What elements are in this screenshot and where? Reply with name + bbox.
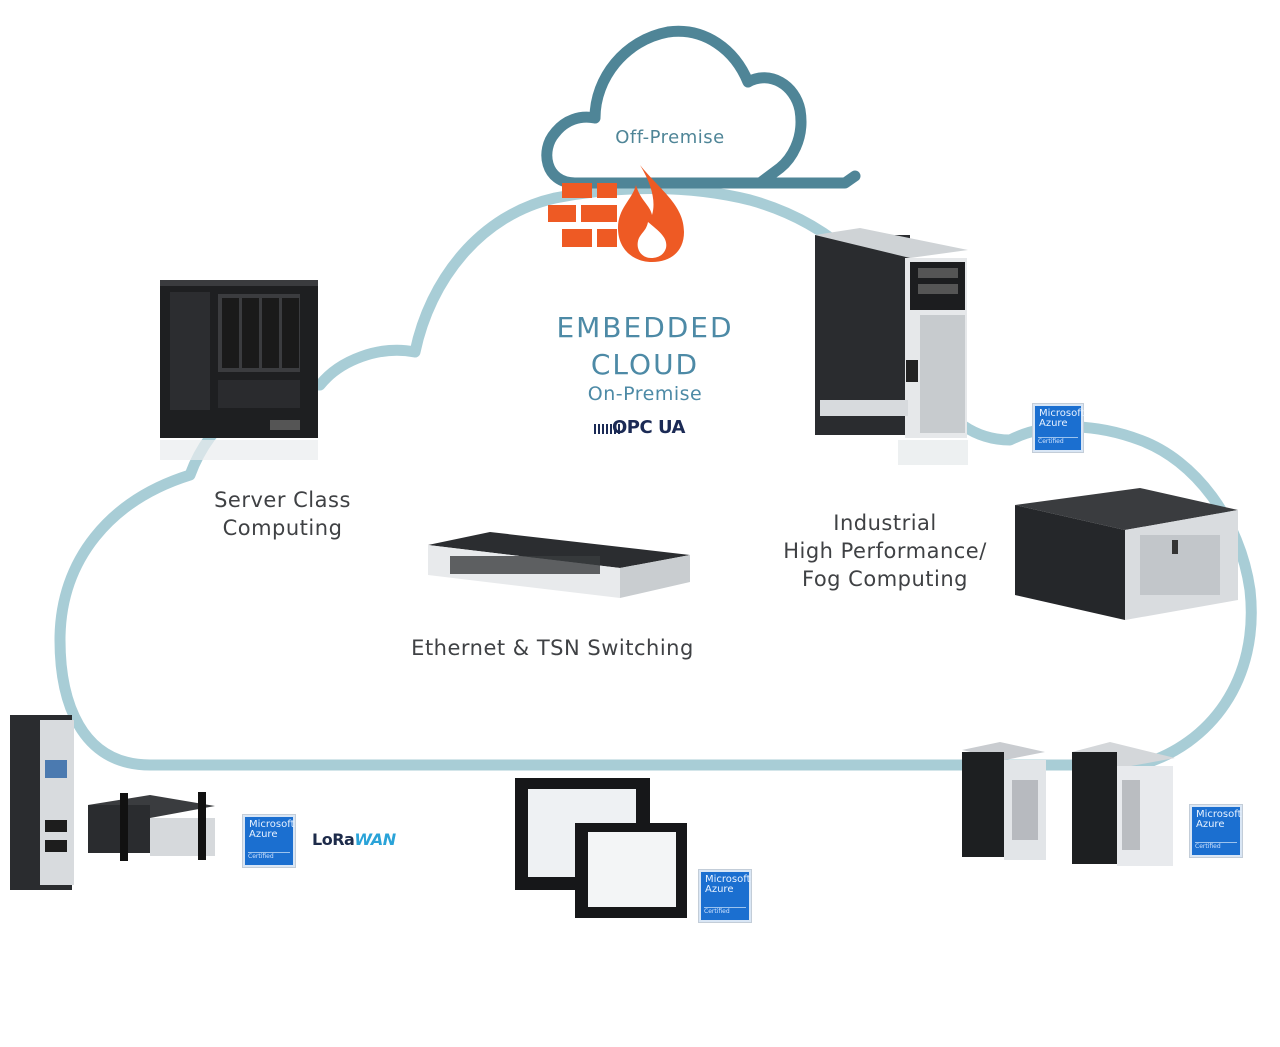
off-premise-cloud-outline — [541, 25, 861, 189]
panel-pc-device — [515, 778, 687, 918]
rack-server-device — [1015, 488, 1238, 620]
server-class-device — [160, 280, 318, 460]
opc-ua-logo: OPC UA — [594, 417, 694, 439]
flame-icon — [618, 165, 684, 262]
azure-certified-badge-right: Microsoft Azure Certified — [1190, 805, 1242, 857]
embedded-title-line1: EMBEDDED — [556, 311, 734, 344]
industrial-box-pc-device — [962, 742, 1175, 866]
embedded-cloud-outline — [54, 182, 1257, 771]
firewall-icon — [548, 183, 617, 247]
ethernet-switch-device — [428, 532, 690, 598]
box-pc-antenna-device — [88, 792, 215, 861]
azure-certified-badge-top: Microsoft Azure Certified — [1033, 404, 1085, 452]
azure-certified-badge-center: Microsoft Azure Certified — [699, 870, 751, 922]
ethernet-switching-label: Ethernet & TSN Switching — [411, 636, 694, 660]
on-premise-label: On-Premise — [587, 383, 703, 405]
industrial-tower-device — [815, 228, 968, 465]
embedded-title-line2: CLOUD — [590, 348, 700, 381]
off-premise-label: Off-Premise — [615, 127, 725, 148]
server-class-label: Server Class Computing — [214, 488, 351, 540]
industrial-hp-label: Industrial High Performance/ Fog Computi… — [783, 511, 987, 591]
box-pc-vertical-device — [10, 715, 74, 890]
azure-certified-badge-left: Microsoft Azure Certified — [243, 815, 295, 867]
lorawan-logo: LoRaWAN — [312, 830, 396, 849]
